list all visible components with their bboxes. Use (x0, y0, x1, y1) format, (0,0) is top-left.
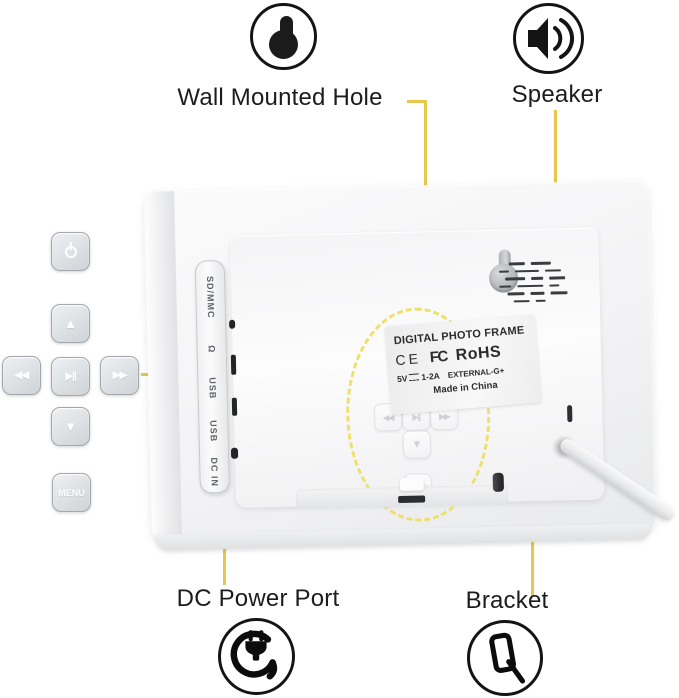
callout-line-wallmount-h (407, 100, 427, 103)
speaker-grille (498, 261, 568, 308)
dc-in-hole (230, 447, 239, 459)
usb-port-hole-2 (231, 397, 238, 416)
power-plug-icon (218, 618, 295, 695)
dc-voltage-icon (409, 373, 420, 382)
power-icon (64, 245, 77, 258)
fcc-mark: FC (429, 347, 448, 367)
external-spec: EXTERNAL-G+ (447, 365, 505, 380)
float-down-button: ▼ (51, 407, 90, 446)
bracket-stand-icon (467, 620, 543, 696)
float-prev-button: ◀◀ (2, 356, 41, 395)
headphone-jack-hole (229, 319, 236, 329)
cluster-down-button: ▼ (402, 430, 432, 459)
bracket-label: Bracket (465, 587, 549, 614)
wall-mount-label: Wall Mounted Hole (177, 84, 383, 111)
stand-peg (492, 472, 504, 492)
usb-port-hole-1 (230, 354, 237, 375)
dc-power-label: DC Power Port (176, 585, 340, 612)
headphone-icon: Ω (206, 345, 217, 354)
photo-frame-back: SD/MMC Ω USB USB DC IN ▲ ◀◀ ▶|| ▶▶ ▼ M (144, 180, 678, 542)
stand-slot (398, 495, 426, 504)
speaker-label: Speaker (511, 81, 603, 108)
keyhole-bulb (269, 30, 298, 59)
wall-mount-hole-icon (250, 3, 317, 70)
float-play-pause-button: ▶|| (51, 357, 90, 396)
side-port-strip: SD/MMC Ω USB USB DC IN (194, 259, 230, 494)
usb-port-label-2: USB (208, 419, 219, 442)
float-next-button: ▶▶ (100, 356, 139, 395)
sd-card-slot-label: SD/MMC (205, 275, 216, 319)
float-power-button (51, 232, 90, 271)
callout-line-bracket-v (531, 512, 534, 596)
speaker-icon (513, 3, 584, 74)
float-up-button: ▲ (51, 304, 90, 343)
stand-tab (399, 477, 424, 492)
rohs-mark: RoHS (455, 343, 502, 365)
usb-port-label-1: USB (207, 377, 218, 400)
ce-mark: CE (394, 350, 422, 369)
float-menu-button: MENU (52, 473, 91, 512)
lock-slot (567, 405, 573, 423)
dc-in-label: DC IN (209, 457, 220, 487)
